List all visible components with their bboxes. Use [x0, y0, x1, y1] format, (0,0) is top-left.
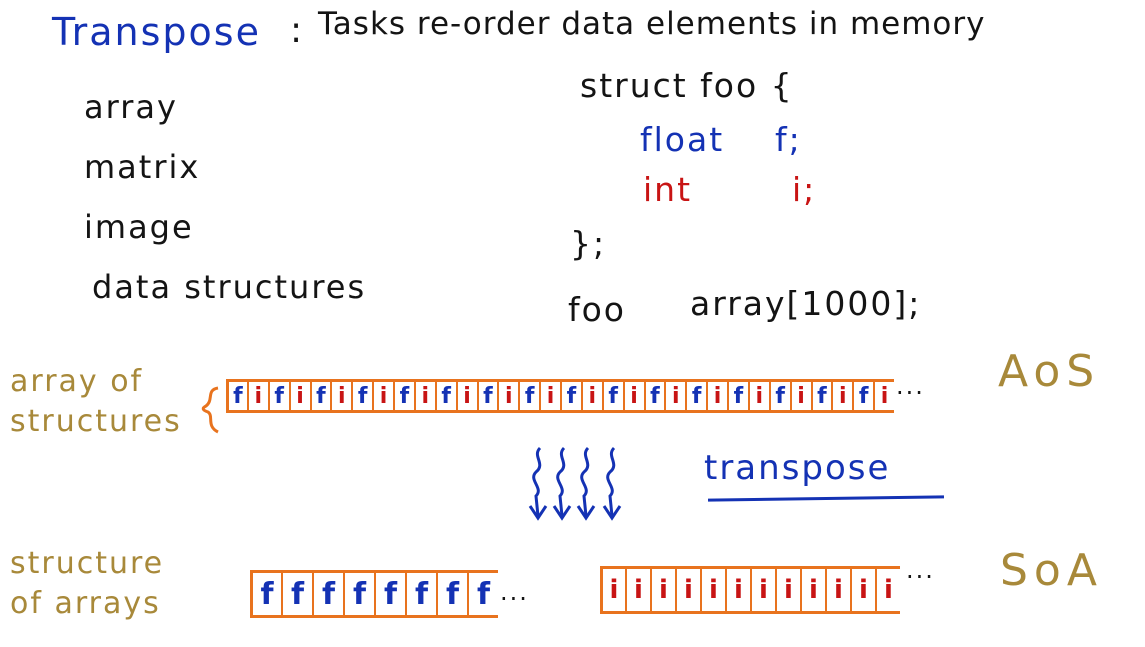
brace-icon [201, 386, 219, 434]
int-cell: i [750, 569, 775, 611]
int-cell: i [625, 569, 650, 611]
float-cell: f [643, 382, 665, 410]
float-cell: f [727, 382, 748, 410]
int-cell: i [622, 382, 644, 410]
code-struct-close: }; [570, 224, 607, 263]
soa-int-ellipsis: ... [906, 556, 935, 584]
int-cell: i [650, 569, 675, 611]
float-cell: f [405, 573, 436, 615]
transpose-underline [707, 495, 945, 502]
soa-abbreviation: SoA [1000, 545, 1103, 596]
int-cell: i [825, 569, 850, 611]
code-float-type: float [640, 120, 725, 159]
float-cell: f [476, 382, 498, 410]
int-cell: i [875, 569, 900, 611]
aos-ellipsis: ... [896, 372, 925, 400]
float-cell: f [351, 382, 372, 410]
int-cell: i [747, 382, 769, 410]
int-cell: i [664, 382, 685, 410]
int-cell: i [850, 569, 875, 611]
float-cell: f [281, 573, 312, 615]
code-struct-open: struct foo { [580, 66, 794, 105]
int-cell: i [497, 382, 518, 410]
int-cell: i [372, 382, 393, 410]
example-item-image: image [84, 208, 194, 246]
title-colon: : [290, 10, 303, 51]
int-cell: i [580, 382, 602, 410]
example-item-array: array [84, 88, 178, 126]
float-cell: f [560, 382, 581, 410]
aos-label-line1: array of [10, 364, 144, 399]
subtitle: Tasks re-order data elements in memory [318, 6, 986, 42]
float-cell: f [467, 573, 498, 615]
int-cell: i [725, 569, 750, 611]
int-cell: i [539, 382, 560, 410]
int-cell: i [413, 382, 435, 410]
example-item-data-structures: data structures [92, 268, 367, 306]
transpose-arrows-icon [528, 446, 622, 521]
float-cell: f [374, 573, 405, 615]
code-int-type: int [643, 170, 693, 209]
int-cell: i [455, 382, 477, 410]
int-cell: i [330, 382, 351, 410]
int-cell: i [700, 569, 725, 611]
float-cell: f [309, 382, 331, 410]
aos-abbreviation: AoS [998, 346, 1101, 397]
code-int-name: i; [792, 170, 817, 209]
soa-label-line1: structure [10, 546, 165, 581]
int-cell: i [831, 382, 852, 410]
int-cell: i [246, 382, 268, 410]
int-cell: i [775, 569, 800, 611]
code-decl-array: array[1000]; [690, 284, 922, 323]
soa-float-ellipsis: ... [500, 578, 529, 606]
float-cell: f [518, 382, 539, 410]
float-cell: f [393, 382, 414, 410]
float-cell: f [601, 382, 623, 410]
float-cell: f [810, 382, 832, 410]
example-item-matrix: matrix [84, 148, 201, 186]
float-cell: f [685, 382, 706, 410]
float-cell: f [768, 382, 790, 410]
float-cell: f [267, 382, 289, 410]
float-cell: f [852, 382, 873, 410]
float-cell: f [226, 382, 247, 410]
int-cell: i [288, 382, 310, 410]
int-cell: i [600, 569, 625, 611]
float-cell: f [343, 573, 374, 615]
float-cell: f [434, 382, 456, 410]
soa-label-line2: of arrays [10, 586, 161, 621]
code-float-name: f; [775, 120, 802, 159]
float-cell: f [312, 573, 343, 615]
int-cell: i [706, 382, 727, 410]
aos-label-line2: structures [10, 404, 182, 439]
transpose-label: transpose [704, 448, 891, 488]
page-title: Transpose [52, 10, 261, 54]
int-cell: i [675, 569, 700, 611]
float-cell: f [436, 573, 467, 615]
int-cell: i [873, 382, 894, 410]
int-cell: i [789, 382, 811, 410]
code-decl-type: foo [568, 290, 626, 329]
float-cell: f [250, 573, 281, 615]
int-cell: i [800, 569, 825, 611]
